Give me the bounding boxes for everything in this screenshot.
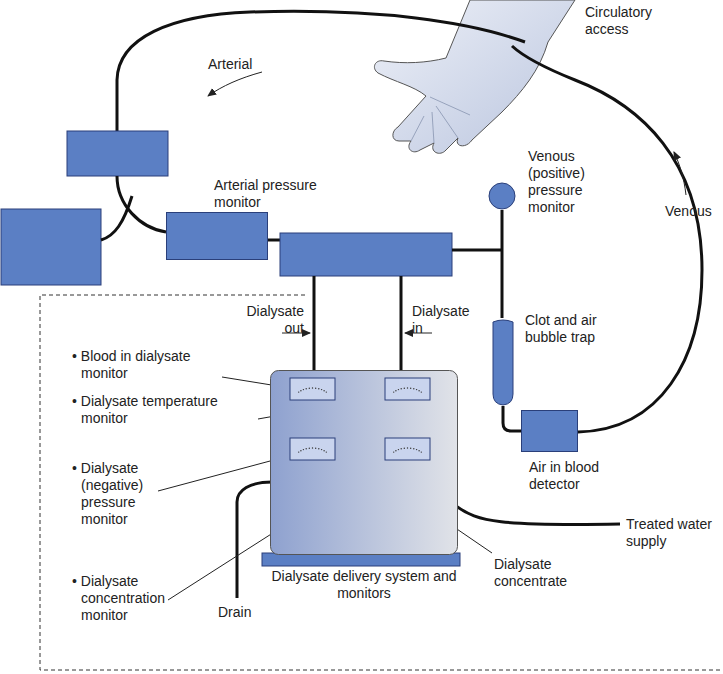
tube-connector <box>503 406 521 431</box>
machine-box: Dialysate delivery system and monitors <box>270 370 458 555</box>
flow-arrow <box>208 72 262 96</box>
monitor-box: Arterial pressure monitor <box>166 212 268 260</box>
flow-label: Dialysate out <box>232 303 304 337</box>
node-label: Air in blood detector <box>529 459 644 493</box>
trap-cylinder: Clot and air bubble trap <box>492 318 514 406</box>
node-label: Dialysate delivery system and monitors <box>264 568 464 602</box>
arterial-line <box>117 11 525 131</box>
node-shape <box>488 182 516 210</box>
monitor-label: • Dialysate temperature monitor <box>72 393 226 427</box>
hand <box>374 0 575 153</box>
node-label: Clot and air bubble trap <box>525 312 605 346</box>
tube-connector <box>501 210 504 318</box>
monitor-label: • Dialysate concentration monitor <box>72 573 191 624</box>
line-label: Venous <box>665 203 723 220</box>
gauge <box>385 438 430 460</box>
gauge <box>385 378 430 400</box>
monitor-label: • Dialysate (negative) pressure monitor <box>72 460 176 528</box>
gauge <box>290 378 335 400</box>
node-shape <box>492 318 514 406</box>
line-label: Arterial <box>208 56 288 73</box>
monitor-label: • Blood in dialysate monitor <box>72 348 213 382</box>
gauge <box>290 438 335 460</box>
node-label: Venous (positive) pressure monitor <box>528 148 600 216</box>
syringe-box <box>1 209 101 285</box>
pressure-circle: Venous (positive) pressure monitor <box>488 182 516 210</box>
node-shape <box>270 370 458 555</box>
flow-label: Dialysate in <box>412 303 484 337</box>
venous-line <box>512 46 702 432</box>
dialyzer <box>280 233 452 276</box>
detector-box: Air in blood detector <box>521 410 578 452</box>
dashed-border <box>40 295 723 670</box>
site-label: Circulatory access <box>585 4 680 38</box>
pump-box <box>67 131 168 176</box>
node-label: Arterial pressure monitor <box>214 177 334 211</box>
line-label: Treated water supply <box>626 516 721 550</box>
line-label: Drain <box>218 604 278 621</box>
part-label: Dialysate concentrate <box>494 556 574 590</box>
